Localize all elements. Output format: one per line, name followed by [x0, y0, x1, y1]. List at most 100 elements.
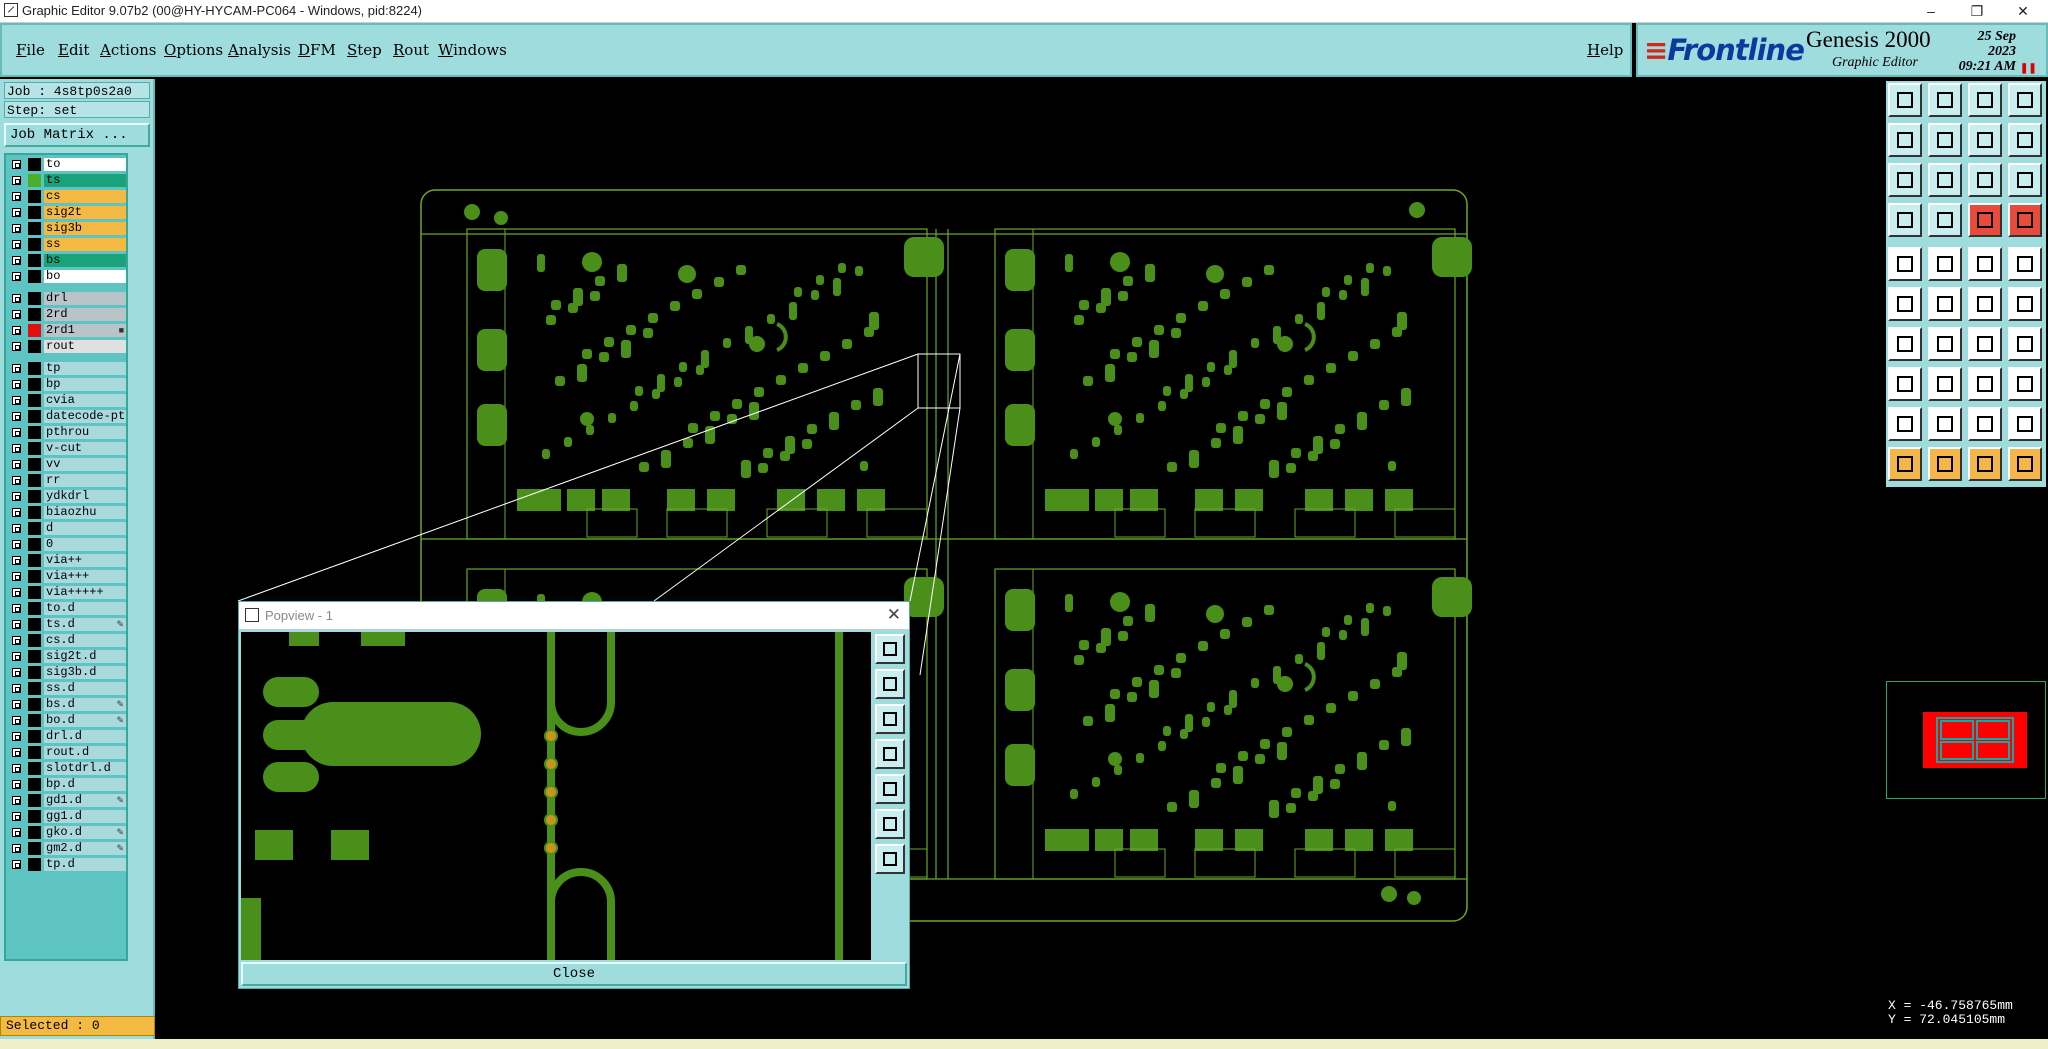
- layer-color-swatch[interactable]: [28, 858, 41, 871]
- tool-button-r1-c1[interactable]: [1888, 83, 1922, 117]
- layer-name[interactable]: 0: [44, 538, 126, 551]
- layer-row[interactable]: cs.d: [8, 633, 126, 648]
- layer-checkbox[interactable]: [12, 540, 21, 549]
- layer-checkbox[interactable]: [12, 652, 21, 661]
- layer-name[interactable]: ss.d: [44, 682, 126, 695]
- layer-row[interactable]: cvia: [8, 393, 126, 408]
- layer-color-swatch[interactable]: [28, 762, 41, 775]
- layer-row[interactable]: 2rd1■: [8, 323, 126, 338]
- layer-row[interactable]: rout: [8, 339, 126, 354]
- menu-analysis[interactable]: Analysis: [228, 41, 291, 59]
- layer-row[interactable]: via++: [8, 553, 126, 568]
- layer-color-swatch[interactable]: [28, 506, 41, 519]
- layer-row[interactable]: bo: [8, 269, 126, 284]
- tool-button-r7-c3[interactable]: [1968, 327, 2002, 361]
- layer-checkbox[interactable]: [12, 240, 21, 249]
- layer-name[interactable]: ts.d: [44, 618, 126, 631]
- layer-checkbox[interactable]: [12, 636, 21, 645]
- layer-name[interactable]: drl.d: [44, 730, 126, 743]
- layer-checkbox[interactable]: [12, 508, 21, 517]
- layer-name[interactable]: via++: [44, 554, 126, 567]
- menu-file[interactable]: File: [16, 41, 45, 59]
- layer-row[interactable]: drl.d: [8, 729, 126, 744]
- layer-color-swatch[interactable]: [28, 442, 41, 455]
- layer-row[interactable]: tp.d: [8, 857, 126, 872]
- layer-checkbox[interactable]: [12, 380, 21, 389]
- layer-checkbox[interactable]: [12, 208, 21, 217]
- layer-color-swatch[interactable]: [28, 698, 41, 711]
- layer-name[interactable]: rout: [44, 340, 126, 353]
- layer-row[interactable]: 0: [8, 537, 126, 552]
- layer-row[interactable]: bp: [8, 377, 126, 392]
- layer-row[interactable]: bp.d: [8, 777, 126, 792]
- layer-color-swatch[interactable]: [28, 522, 41, 535]
- layer-color-swatch[interactable]: [28, 158, 41, 171]
- layer-name[interactable]: d: [44, 522, 126, 535]
- layer-row[interactable]: biaozhu: [8, 505, 126, 520]
- restore-button[interactable]: ❐: [1970, 3, 1984, 19]
- tool-button-r8-c3[interactable]: [1968, 367, 2002, 401]
- layer-row[interactable]: vv: [8, 457, 126, 472]
- layer-row[interactable]: v-cut: [8, 441, 126, 456]
- tool-button-r3-c3[interactable]: [1968, 163, 2002, 197]
- layer-name[interactable]: sig3b: [44, 222, 126, 235]
- layer-color-swatch[interactable]: [28, 746, 41, 759]
- layer-name[interactable]: slotdrl.d: [44, 762, 126, 775]
- menu-step[interactable]: Step: [347, 41, 382, 59]
- tool-button-r8-c1[interactable]: [1888, 367, 1922, 401]
- layer-row[interactable]: pthrou: [8, 425, 126, 440]
- layer-name[interactable]: ydkdrl: [44, 490, 126, 503]
- layer-color-swatch[interactable]: [28, 174, 41, 187]
- layer-name[interactable]: bp.d: [44, 778, 126, 791]
- layer-row[interactable]: to.d: [8, 601, 126, 616]
- layer-color-swatch[interactable]: [28, 666, 41, 679]
- layer-row[interactable]: gm2.d✎: [8, 841, 126, 856]
- tool-button-r2-c1[interactable]: [1888, 123, 1922, 157]
- layer-row[interactable]: via+++++: [8, 585, 126, 600]
- layer-name[interactable]: bo.d: [44, 714, 126, 727]
- tool-button-r5-c3[interactable]: [1968, 247, 2002, 281]
- menu-help[interactable]: Help: [1587, 41, 1624, 59]
- menu-edit[interactable]: Edit: [58, 41, 90, 59]
- layer-color-swatch[interactable]: [28, 490, 41, 503]
- popview-tool-5-button[interactable]: [875, 774, 905, 804]
- layer-name[interactable]: bo: [44, 270, 126, 283]
- pause-icon[interactable]: ❚❚: [2020, 63, 2037, 74]
- layer-row[interactable]: bs.d✎: [8, 697, 126, 712]
- layer-color-swatch[interactable]: [28, 810, 41, 823]
- menu-options[interactable]: Options: [164, 41, 224, 59]
- layer-color-swatch[interactable]: [28, 222, 41, 235]
- layer-name[interactable]: v-cut: [44, 442, 126, 455]
- layer-checkbox[interactable]: [12, 828, 21, 837]
- layer-name[interactable]: rr: [44, 474, 126, 487]
- tool-button-r3-c2[interactable]: [1928, 163, 1962, 197]
- layer-color-swatch[interactable]: [28, 650, 41, 663]
- layer-row[interactable]: via+++: [8, 569, 126, 584]
- layer-checkbox[interactable]: [12, 812, 21, 821]
- layer-row[interactable]: bo.d✎: [8, 713, 126, 728]
- popview-tool-6-button[interactable]: [875, 809, 905, 839]
- layer-checkbox[interactable]: [12, 620, 21, 629]
- layer-color-swatch[interactable]: [28, 190, 41, 203]
- layer-checkbox[interactable]: [12, 272, 21, 281]
- tool-button-r6-c3[interactable]: [1968, 287, 2002, 321]
- layer-color-swatch[interactable]: [28, 682, 41, 695]
- layer-checkbox[interactable]: [12, 176, 21, 185]
- layer-checkbox[interactable]: [12, 460, 21, 469]
- layer-row[interactable]: gg1.d: [8, 809, 126, 824]
- layer-checkbox[interactable]: [12, 796, 21, 805]
- tool-button-r3-c1[interactable]: [1888, 163, 1922, 197]
- layer-color-swatch[interactable]: [28, 362, 41, 375]
- layer-color-swatch[interactable]: [28, 714, 41, 727]
- layer-color-swatch[interactable]: [28, 570, 41, 583]
- layer-name[interactable]: sig3b.d: [44, 666, 126, 679]
- layer-row[interactable]: ydkdrl: [8, 489, 126, 504]
- layer-name[interactable]: via+++++: [44, 586, 126, 599]
- layer-name[interactable]: gd1.d: [44, 794, 126, 807]
- layer-name[interactable]: via+++: [44, 570, 126, 583]
- layer-row[interactable]: datecode-pte: [8, 409, 126, 424]
- tool-button-r10-c3[interactable]: [1968, 447, 2002, 481]
- tool-button-r2-c3[interactable]: [1968, 123, 2002, 157]
- layer-color-swatch[interactable]: [28, 554, 41, 567]
- layer-checkbox[interactable]: [12, 326, 21, 335]
